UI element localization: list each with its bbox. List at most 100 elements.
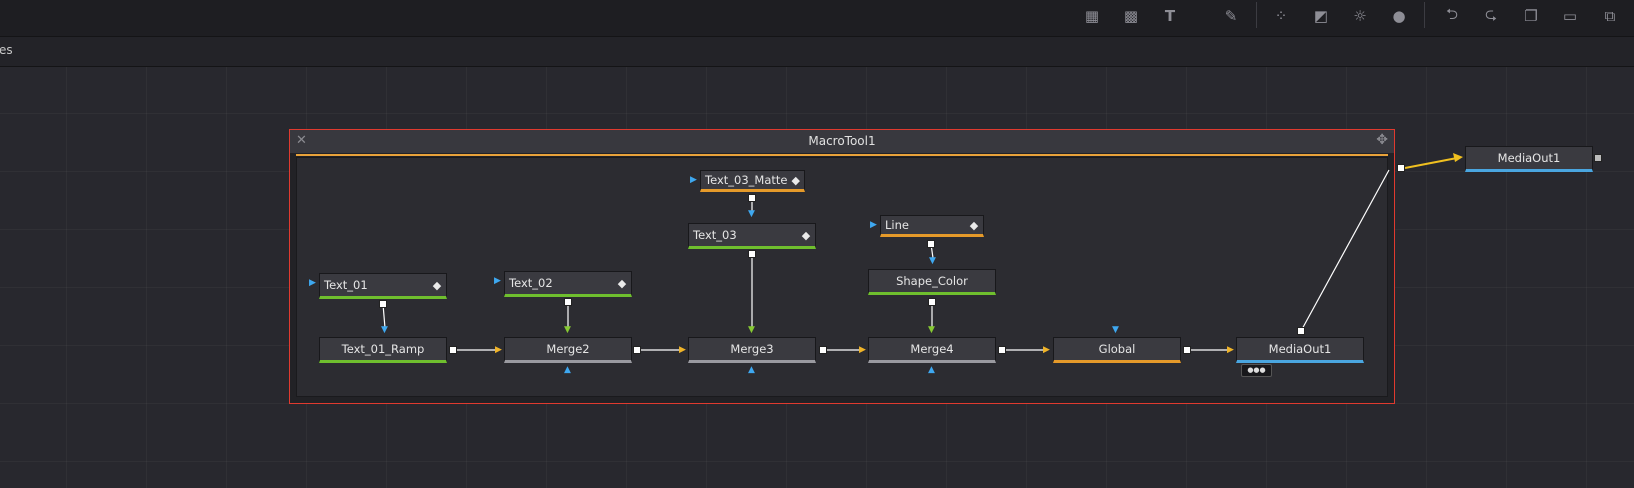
node-line[interactable]: Line ◆: [880, 215, 984, 237]
input-arrow-icon[interactable]: ▶: [679, 345, 686, 355]
macro-group-body[interactable]: [296, 157, 1388, 397]
node-label: Global: [1098, 342, 1136, 356]
viewer-icon[interactable]: ▭: [1557, 4, 1583, 28]
node-label: Text_03_Matte: [705, 173, 788, 187]
merge-glyph: ❐: [1524, 7, 1538, 25]
input-arrow-icon[interactable]: ▼: [748, 325, 755, 335]
mask-input-arrow-icon[interactable]: ▲: [748, 365, 755, 375]
node-merge4[interactable]: Merge4: [868, 337, 996, 363]
input-arrow-icon[interactable]: ▼: [748, 209, 755, 219]
output-port[interactable]: [379, 300, 387, 308]
node-label: Merge4: [910, 342, 954, 356]
node-text-02[interactable]: Text_02 ◆: [504, 271, 632, 297]
paint-brush-glyph: ✎: [1224, 7, 1238, 25]
group-output-port[interactable]: [1397, 164, 1405, 172]
output-port[interactable]: [927, 240, 935, 248]
node-text-01-ramp[interactable]: Text_01_Ramp: [319, 337, 447, 363]
output-port[interactable]: [928, 298, 936, 306]
node-label: Text_03: [693, 228, 737, 242]
input-arrow-icon[interactable]: ▶: [870, 220, 877, 230]
toolbar-separator: [1424, 2, 1425, 28]
output-port[interactable]: [1297, 327, 1305, 335]
keyframe-icon[interactable]: ◆: [617, 276, 627, 290]
curves-glyph: ◩: [1313, 7, 1329, 25]
input-arrow-icon[interactable]: ▼: [929, 256, 936, 266]
node-text-01[interactable]: Text_01 ◆: [319, 273, 447, 299]
keyframe-icon[interactable]: ◆: [969, 218, 979, 232]
node-label: Merge3: [730, 342, 774, 356]
macro-group-header[interactable]: ✕ MacroTool1 ✥: [290, 130, 1394, 153]
output-port[interactable]: [633, 346, 641, 354]
input-arrow-icon[interactable]: ▶: [1043, 345, 1050, 355]
panel-header: es: [0, 37, 1634, 67]
particles-glyph: ⁘: [1274, 7, 1288, 25]
viewer-glyph: ▭: [1562, 7, 1578, 25]
loader-glyph: ⮌: [1445, 4, 1458, 23]
background-glyph: ▦: [1084, 7, 1100, 25]
output-port[interactable]: [1183, 346, 1191, 354]
macro-group-header-line: [296, 154, 1388, 156]
macro-group-title: MacroTool1: [808, 134, 876, 148]
input-arrow-icon[interactable]: ▶: [1227, 345, 1234, 355]
output-port[interactable]: [998, 346, 1006, 354]
output-port[interactable]: [1594, 154, 1602, 162]
pattern-icon[interactable]: ▩: [1118, 4, 1144, 28]
node-label: Text_02: [509, 276, 553, 290]
node-mediaout-inner[interactable]: MediaOut1: [1236, 337, 1364, 363]
macro-group[interactable]: ✕ MacroTool1 ✥: [289, 129, 1395, 404]
node-label: Merge2: [546, 342, 590, 356]
input-arrow-icon[interactable]: ▼: [928, 325, 935, 335]
loader-icon[interactable]: ⮌: [1439, 4, 1465, 28]
mask-input-arrow-icon[interactable]: ▲: [564, 365, 571, 375]
input-arrow-icon[interactable]: ▼: [564, 325, 571, 335]
input-arrow-icon[interactable]: ▶: [859, 345, 866, 355]
node-label: Line: [885, 218, 909, 232]
keyframe-icon[interactable]: ◆: [801, 228, 811, 242]
node-label: MediaOut1: [1268, 342, 1332, 356]
input-arrow-icon[interactable]: ▶: [309, 278, 316, 288]
input-arrow-icon[interactable]: ▶: [494, 276, 501, 286]
input-arrow-icon[interactable]: ▶: [690, 175, 697, 185]
close-icon[interactable]: ✕: [296, 133, 307, 148]
keyframe-icon[interactable]: ◆: [791, 173, 800, 187]
node-merge3[interactable]: Merge3: [688, 337, 816, 363]
node-global[interactable]: Global: [1053, 337, 1181, 363]
node-merge2[interactable]: Merge2: [504, 337, 632, 363]
node-text-03-matte[interactable]: Text_03_Matte ◆: [700, 170, 805, 192]
saver-icon[interactable]: ⮎: [1478, 4, 1504, 28]
tool-toolbar: ▦ ▩ T ✎ ⁘ ◩ ☼ ● ⮌ ⮎ ❐ ▭ ⧉: [0, 0, 1634, 37]
node-label: MediaOut1: [1497, 151, 1561, 165]
pattern-glyph: ▩: [1123, 7, 1139, 25]
output-port[interactable]: [748, 194, 756, 202]
curves-icon[interactable]: ◩: [1308, 4, 1334, 28]
output-port[interactable]: [748, 250, 756, 258]
input-arrow-icon[interactable]: ▼: [1112, 325, 1119, 335]
blur-icon[interactable]: ●: [1386, 4, 1412, 28]
input-arrow-icon[interactable]: ▶: [495, 345, 502, 355]
background-icon[interactable]: ▦: [1079, 4, 1105, 28]
output-port[interactable]: [819, 346, 827, 354]
mask-input-arrow-icon[interactable]: ▲: [928, 365, 935, 375]
panel-title: es: [0, 43, 13, 57]
move-icon[interactable]: ✥: [1376, 132, 1388, 148]
keyframe-icon[interactable]: ◆: [432, 278, 442, 292]
input-arrow-icon[interactable]: ▼: [381, 325, 388, 335]
paint-brush-icon[interactable]: ✎: [1218, 4, 1244, 28]
output-port[interactable]: [449, 346, 457, 354]
text-glyph: T: [1164, 7, 1176, 25]
color-corrector-glyph: ☼: [1353, 7, 1367, 25]
node-shape-color[interactable]: Shape_Color: [868, 269, 996, 295]
toolbar-separator: [1256, 2, 1257, 28]
blur-glyph: ●: [1392, 7, 1406, 25]
text-icon[interactable]: T: [1157, 4, 1183, 28]
particles-icon[interactable]: ⁘: [1268, 4, 1294, 28]
merge-icon[interactable]: ❐: [1518, 4, 1544, 28]
node-text-03[interactable]: Text_03 ◆: [688, 223, 816, 249]
transform-icon[interactable]: ⧉: [1597, 4, 1623, 28]
color-corrector-icon[interactable]: ☼: [1347, 4, 1373, 28]
node-mediaout-outer[interactable]: MediaOut1: [1465, 146, 1593, 172]
transform-glyph: ⧉: [1604, 7, 1616, 25]
node-pass-through-toggle[interactable]: ●●●: [1241, 364, 1272, 377]
node-label: Text_01_Ramp: [341, 342, 425, 356]
output-port[interactable]: [564, 298, 572, 306]
